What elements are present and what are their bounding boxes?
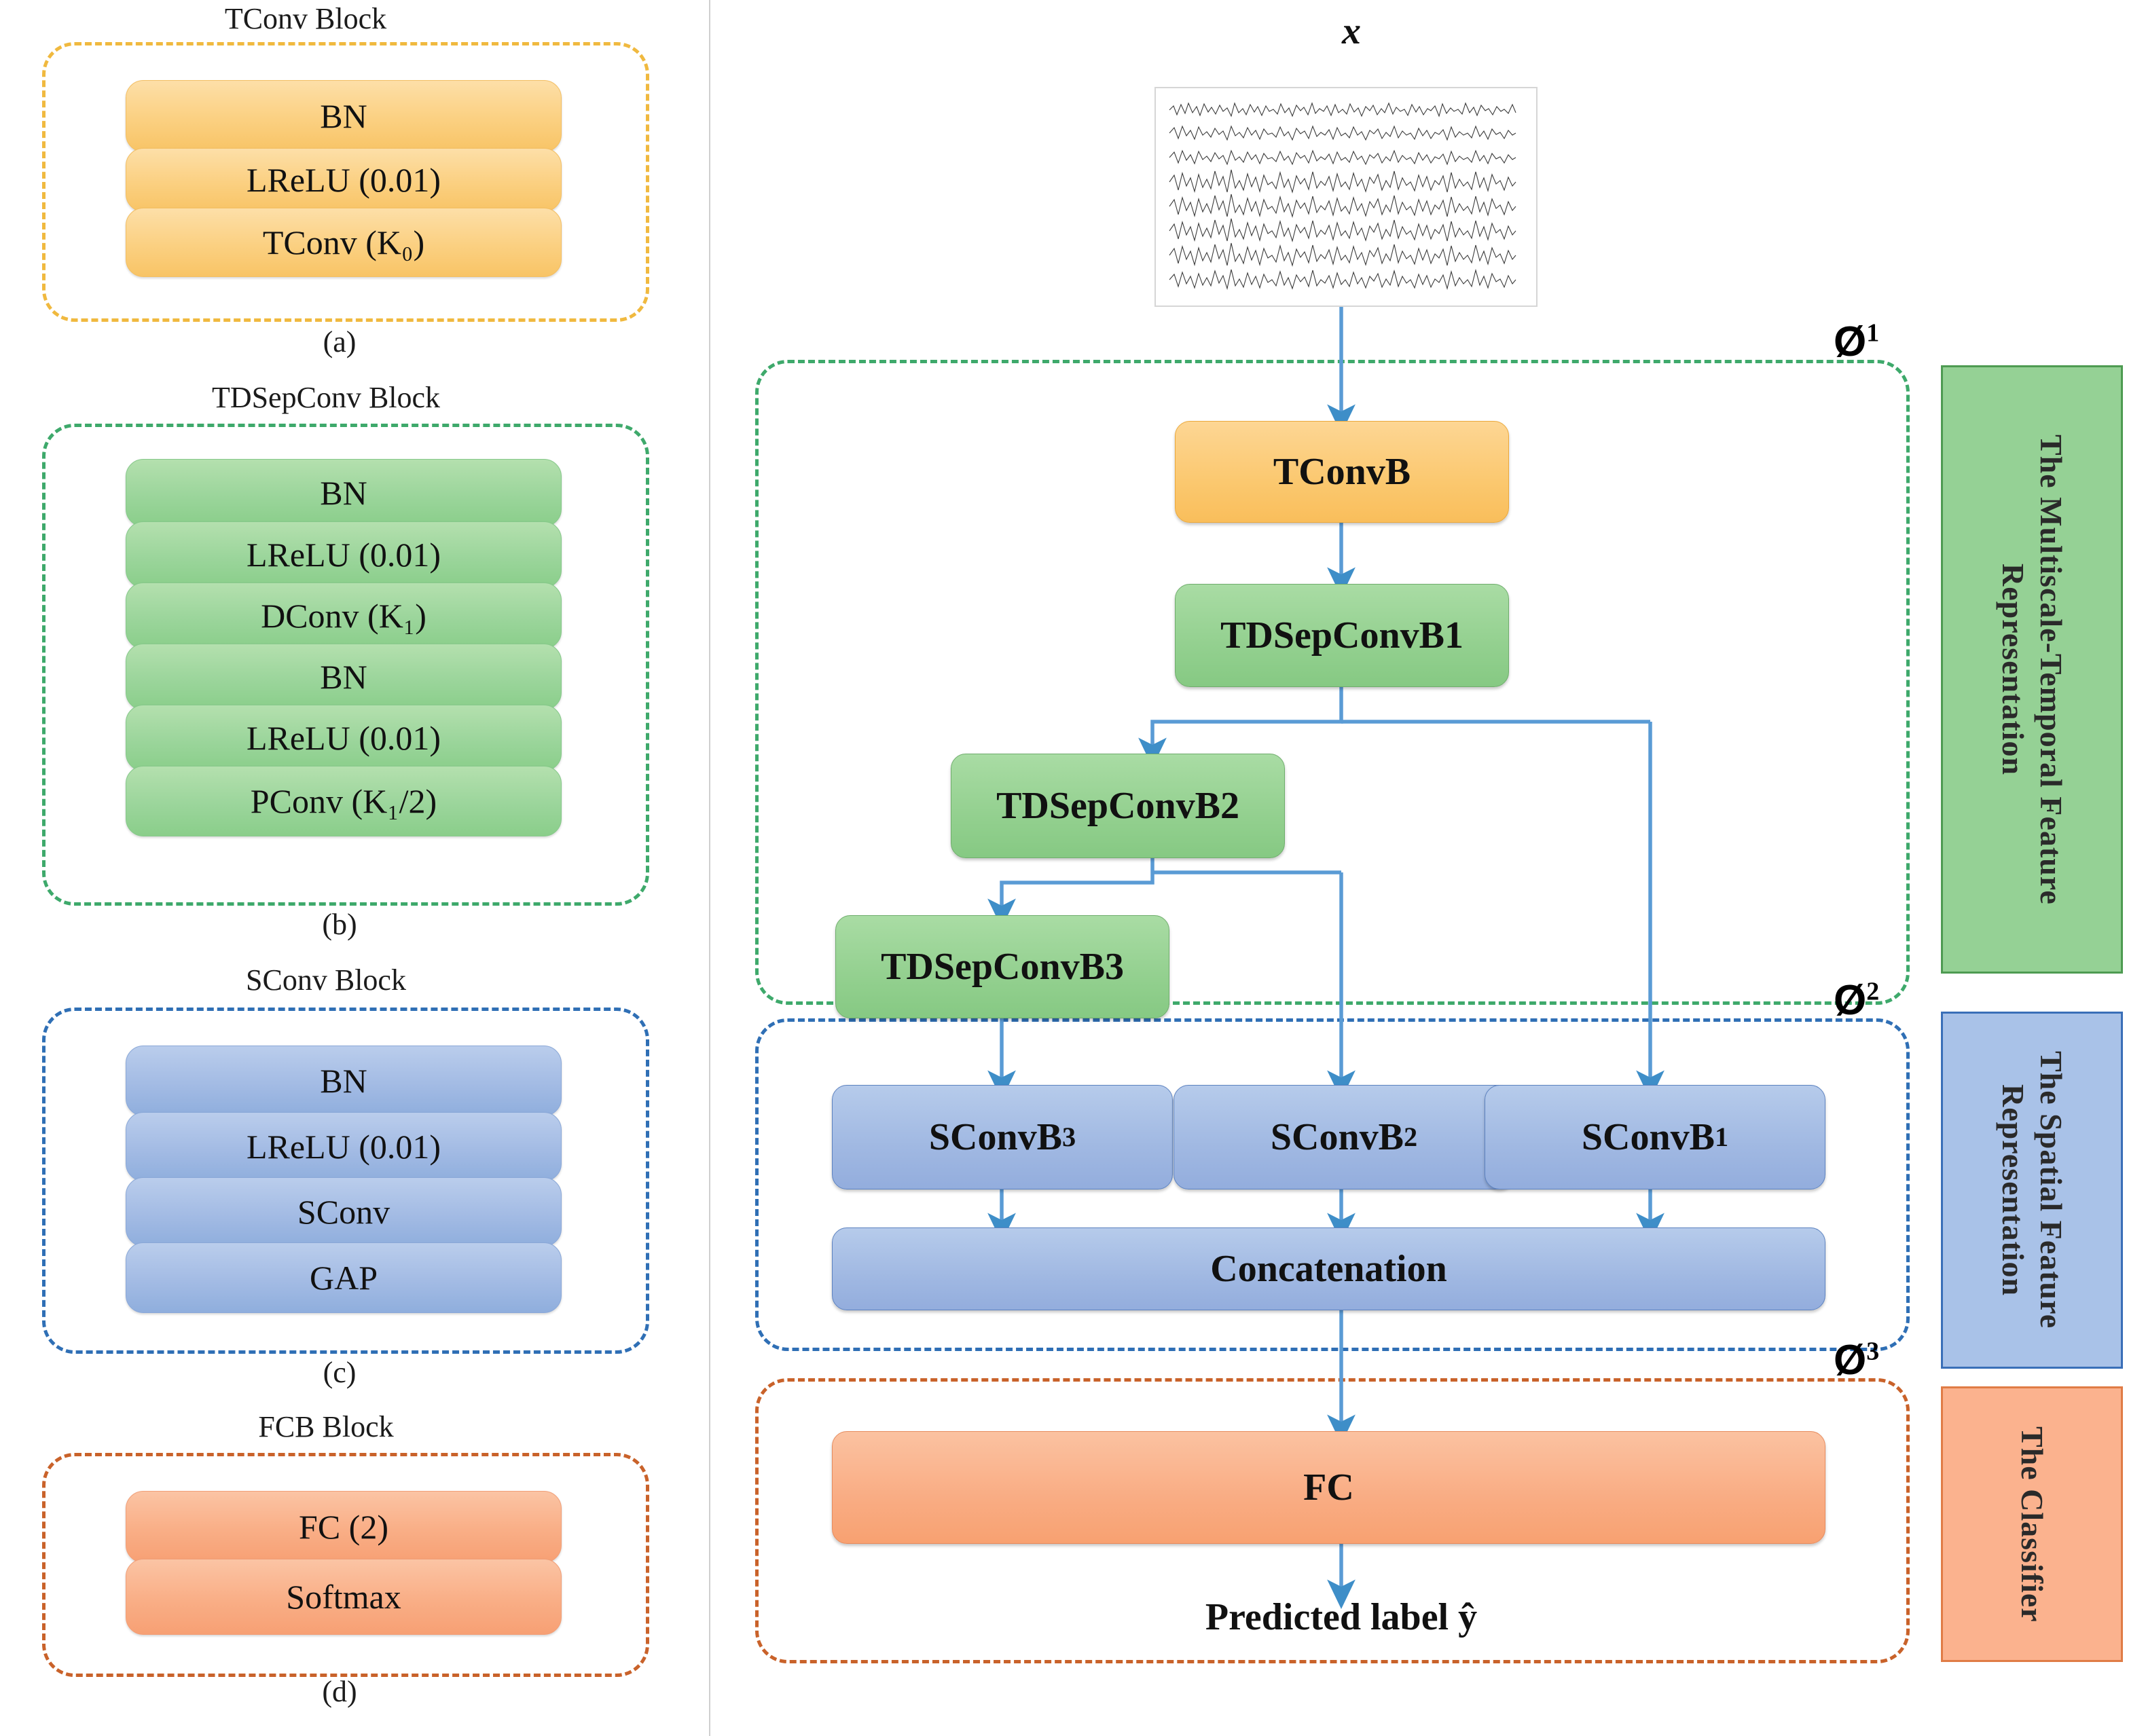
panel-divider	[709, 0, 710, 1736]
tdsepconv-layer-pconv: PConv (K₁/2)	[126, 766, 562, 836]
tdsepconv-block-frame	[42, 424, 649, 906]
sconvb3-subscript: 3	[1061, 1121, 1076, 1152]
fcb-block-frame	[42, 1453, 649, 1677]
tconv-layer-tconv: TConv (K₀)	[126, 208, 562, 277]
sconvb1-label: SConvB	[1581, 1115, 1715, 1158]
fcb-layer-fc: FC (2)	[126, 1491, 562, 1563]
tdsepconv-layer-dconv: DConv (K₁)	[126, 583, 562, 649]
stage-3-frame	[755, 1378, 1910, 1663]
eeg-multichannel-signal-icon	[1154, 87, 1538, 307]
sconv-block-caption: (c)	[323, 1356, 357, 1389]
tdsepconv-layer-bn1: BN	[126, 459, 562, 527]
fcb-block-title: FCB Block	[258, 1410, 394, 1443]
pipeline-node-tconvb[interactable]: TConvB	[1175, 421, 1509, 523]
tconv-block-frame	[42, 42, 649, 322]
tdsepconv-layer-lrelu1: LReLU (0.01)	[126, 521, 562, 588]
pipeline-node-tdsepconvb1[interactable]: TDSepConvB1	[1175, 584, 1509, 687]
stage-1-frame	[755, 360, 1910, 1005]
tdsepconv-block-caption: (b)	[322, 908, 357, 941]
stage-2-banner: The Spatial Feature Representation	[1941, 1012, 2123, 1369]
stage-3-banner: The Classifier	[1941, 1386, 2123, 1662]
pipeline-node-fc[interactable]: FC	[832, 1431, 1825, 1544]
tconv-layer-bn: BN	[126, 80, 562, 152]
pipeline-node-concatenation[interactable]: Concatenation	[832, 1227, 1825, 1310]
input-x-label: x	[1342, 10, 1361, 52]
tdsepconv-layer-bn2: BN	[126, 644, 562, 710]
pipeline-node-tdsepconvb3[interactable]: TDSepConvB3	[835, 915, 1169, 1018]
predicted-label-output: Predicted label ŷ	[1205, 1596, 1478, 1638]
sconv-block-frame	[42, 1008, 649, 1354]
sconv-layer-lrelu: LReLU (0.01)	[126, 1112, 562, 1181]
sconvb2-subscript: 2	[1403, 1121, 1418, 1152]
fcb-layer-softmax: Softmax	[126, 1559, 562, 1635]
tconv-block-title: TConv Block	[224, 2, 387, 35]
sconv-layer-sconv: SConv	[126, 1177, 562, 1246]
tdsepconv-block-title: TDSepConv Block	[211, 381, 441, 414]
pipeline-node-tdsepconvb2[interactable]: TDSepConvB2	[951, 754, 1285, 858]
sconvb2-label: SConvB	[1270, 1115, 1404, 1158]
stage-1-phi-symbol: Ø1	[1834, 318, 1880, 365]
stage-2-phi-symbol: Ø2	[1834, 977, 1880, 1024]
tconv-block-caption: (a)	[323, 325, 357, 358]
sconv-block-title: SConv Block	[246, 963, 406, 997]
stage-2-frame	[755, 1018, 1910, 1351]
fcb-block-caption: (d)	[322, 1675, 357, 1708]
sconvb1-subscript: 1	[1714, 1121, 1729, 1152]
sconvb3-label: SConvB	[928, 1115, 1062, 1158]
stage-1-banner: The Multiscale-Temporal Feature Represen…	[1941, 365, 2123, 974]
tconv-layer-lrelu: LReLU (0.01)	[126, 148, 562, 212]
stage-3-phi-symbol: Ø3	[1834, 1337, 1880, 1384]
sconv-layer-gap: GAP	[126, 1242, 562, 1313]
tdsepconv-layer-lrelu2: LReLU (0.01)	[126, 705, 562, 771]
sconv-layer-bn: BN	[126, 1046, 562, 1116]
